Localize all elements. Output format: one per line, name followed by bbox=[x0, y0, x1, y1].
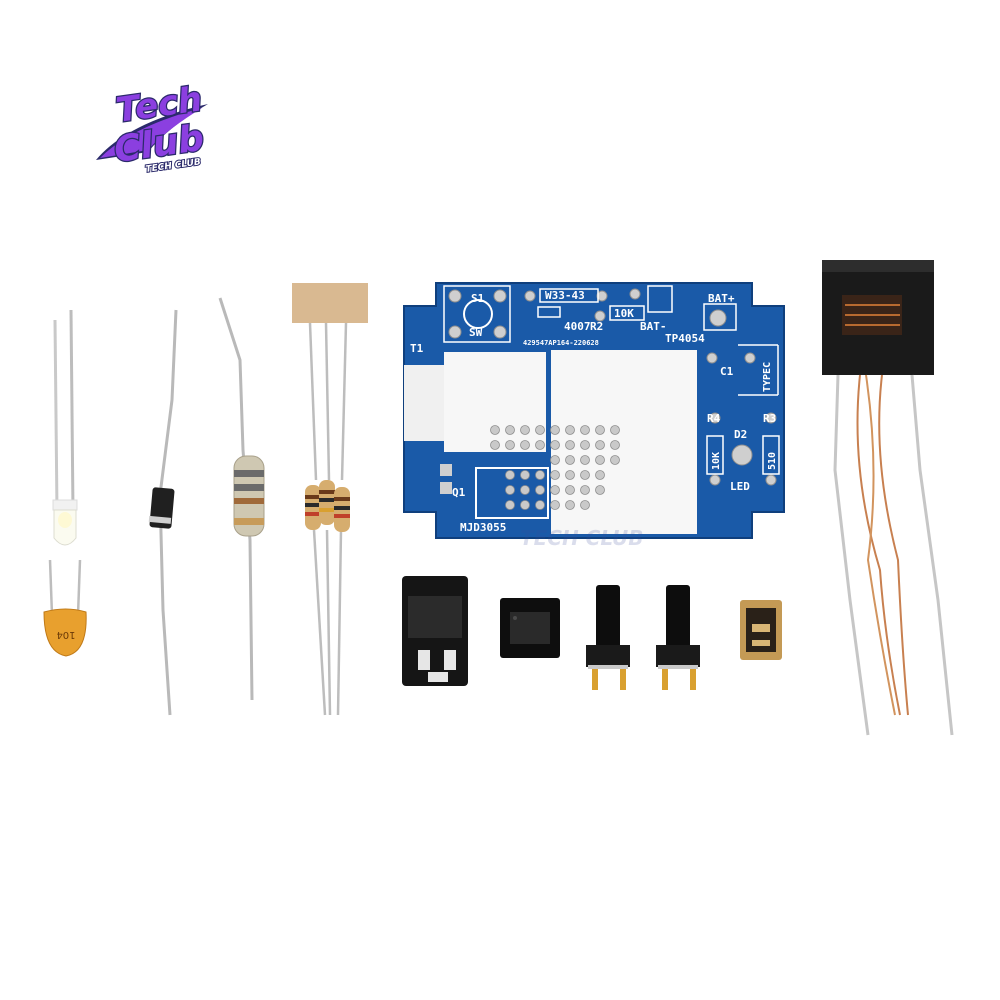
pcb-label-s1: S1 bbox=[471, 292, 485, 305]
brand-logo: Tech Club TECH CLUB bbox=[88, 78, 238, 187]
pcb-label-c1: C1 bbox=[720, 365, 734, 378]
tactile-switch-1 bbox=[586, 585, 630, 690]
pcb-label-serial: 429547AP164-220628 bbox=[523, 339, 599, 347]
pcb-label-r4: R4 bbox=[707, 412, 721, 425]
pcb-label-w33: W33-43 bbox=[545, 289, 585, 302]
pcb-label-q1: Q1 bbox=[452, 486, 466, 499]
watermark: TECH CLUB bbox=[520, 526, 644, 550]
ceramic-capacitor: 104 bbox=[43, 559, 87, 657]
pcb-label-r4-value: 10K bbox=[711, 452, 722, 470]
pcb-label-10k: 10K bbox=[614, 307, 634, 320]
rectifier-diode bbox=[148, 309, 178, 716]
tactile-switch-2 bbox=[656, 585, 700, 690]
pcb-label-t1: T1 bbox=[410, 342, 424, 355]
pcb-label-tp4054: TP4054 bbox=[665, 332, 705, 345]
tp4054-chip bbox=[500, 598, 560, 658]
pcb-label-r2: R2 bbox=[590, 320, 603, 333]
white-led bbox=[52, 309, 78, 546]
pcb-label-r3-value: 510 bbox=[767, 452, 778, 470]
pcb-label-r3: R3 bbox=[763, 412, 776, 425]
pcb-label-mjd3055: MJD3055 bbox=[460, 521, 506, 534]
pcb-label-sw: SW bbox=[469, 326, 483, 339]
pcb-board: S1 SW W33-43 4007 R2 10K BAT+ BAT- 42954… bbox=[403, 282, 785, 539]
pcb-label-d2: D2 bbox=[734, 428, 747, 441]
capacitor-code: 104 bbox=[56, 629, 75, 640]
power-resistor bbox=[218, 297, 265, 701]
usb-typec-connector bbox=[740, 600, 782, 660]
watermark-text: TECH CLUB bbox=[520, 526, 644, 550]
pcb-label-typec: TYPEC bbox=[762, 362, 773, 392]
pcb-label-diode: 4007 bbox=[564, 320, 591, 333]
resistor-bundle bbox=[292, 283, 368, 716]
pcb-label-bat-plus: BAT+ bbox=[708, 292, 735, 305]
pcb-label-bat-minus: BAT- bbox=[640, 320, 667, 333]
via-grid bbox=[490, 425, 620, 510]
pcb-label-led: LED bbox=[730, 480, 750, 493]
high-voltage-transformer bbox=[822, 260, 954, 736]
dpak-transistor bbox=[402, 576, 468, 686]
